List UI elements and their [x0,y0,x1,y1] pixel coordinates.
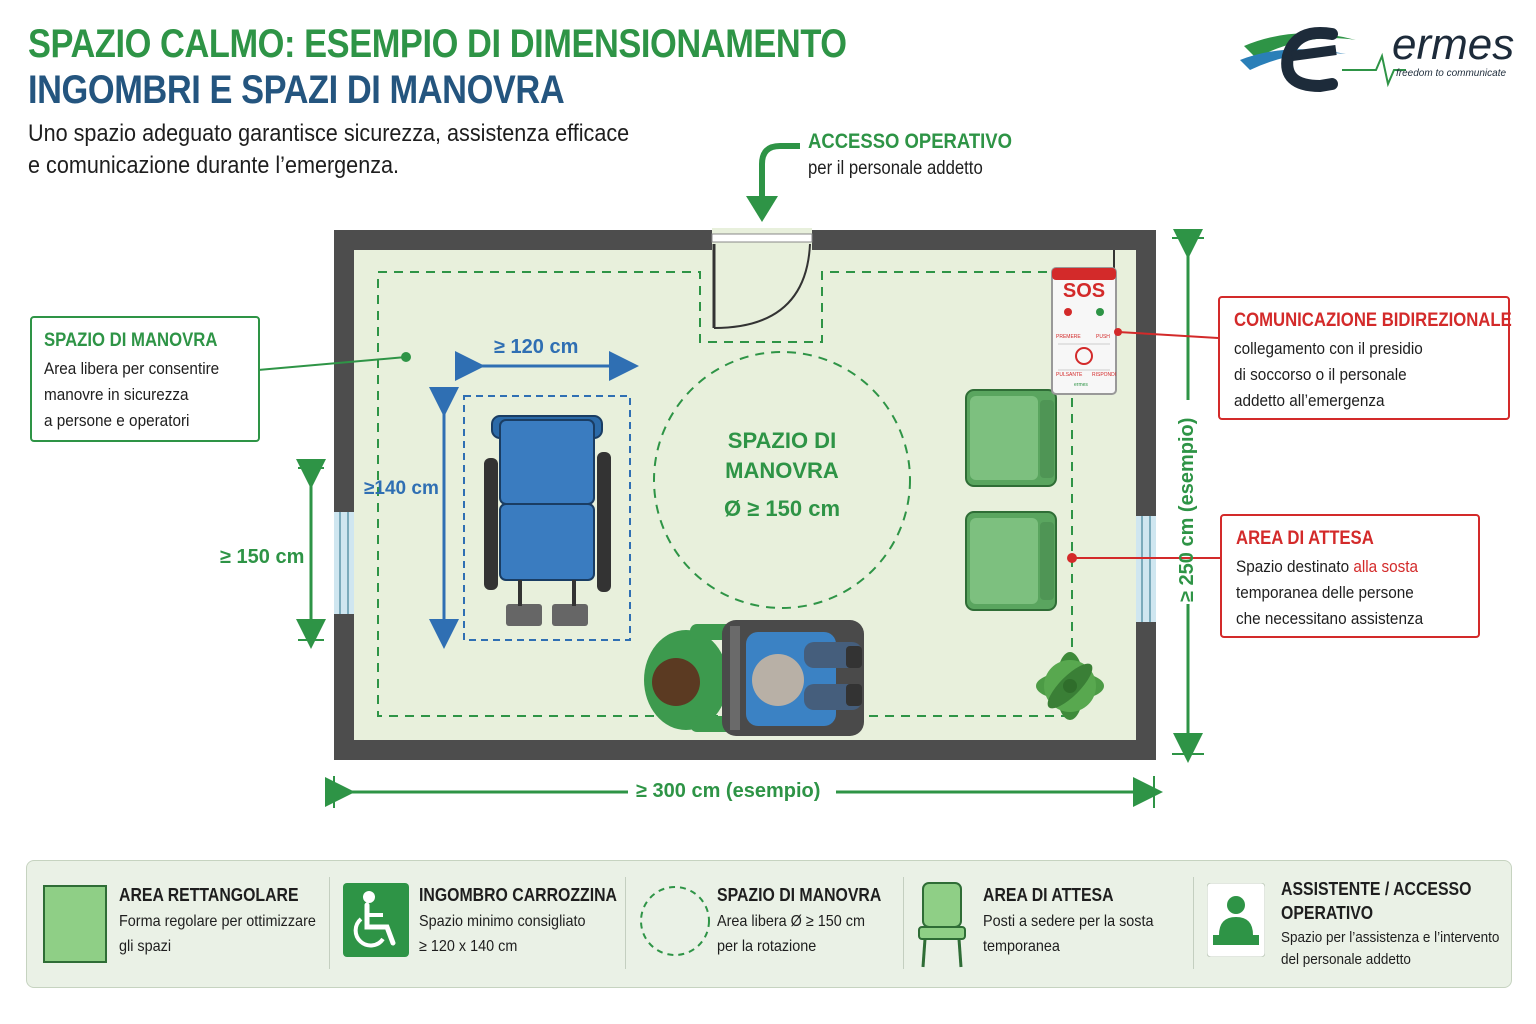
maneuver-area-outline [377,271,1073,717]
sos-bottom-right: RISPONDI [1092,372,1117,378]
plant-icon [1036,652,1104,720]
callout-comunicazione-body: collegamento con il presidio di soccorso… [1234,336,1423,414]
intro-text: Uno spazio adeguato garantisce sicurezza… [28,118,658,182]
ermes-logo-icon [1240,27,1406,93]
callout-area-attesa: AREA DI ATTESA Spazio destinato alla sos… [1220,514,1480,638]
legend-line: per la rotazione [717,938,817,955]
legend-title-line: OPERATIVO [1281,903,1374,923]
legend-divider [1193,877,1194,969]
person-in-wheelchair-icon [722,620,864,736]
legend-bar: AREA RETTANGOLARE Forma regolare per ott… [26,860,1512,988]
callout-comunicazione-line: collegamento con il presidio [1234,339,1423,358]
chair-icon [918,882,966,968]
callout-attesa-line-1: Spazio destinato alla sosta [1236,554,1423,580]
callout-comunicazione-line: di soccorso o il personale [1234,365,1407,384]
left-window [334,512,354,614]
sos-brand: ermes [1074,382,1088,388]
legend-item-assistente: ASSISTENTE / ACCESSO OPERATIVO Spazio pe… [1195,861,1509,987]
legend-body: Forma regolare per ottimizzare gli spazi [119,909,316,959]
door-icon [712,243,811,329]
legend-title: SPAZIO DI MANOVRA [717,885,882,905]
callout-manovra-body: Area libera per consentire manovre in si… [44,356,219,434]
left-window-dimension-label: ≥ 150 cm [220,546,305,568]
assistant-icon [1207,883,1265,957]
callout-attesa-title: AREA DI ATTESA [1236,528,1374,549]
legend-line: Posti a sedere per la sosta [983,913,1154,930]
wheelchair-icon [484,415,611,626]
sos-label: SOS [1062,280,1106,302]
access-title: ACCESSO OPERATIVO [808,130,1012,153]
legend-divider [329,877,330,969]
wheelchair-icon [343,883,409,957]
page-subtitle-heading: INGOMBRI E SPAZI DI MANOVRA [28,68,565,112]
callout-manovra-line: manovre in sicurezza [44,385,189,404]
legend-divider [903,877,904,969]
callout-attesa-text: Spazio destinato [1236,557,1354,576]
callout-manovra-line: a persone e operatori [44,411,190,430]
callout-comunicazione-line: addetto all’emergenza [1234,391,1385,410]
callout-manovra-line: Area libera per consentire [44,359,220,378]
floor-plan-diagram [257,143,1220,808]
maneuver-circle-label: SPAZIO DI MANOVRA Ø ≥ 150 cm [700,426,864,524]
callout-comunicazione: COMUNICAZIONE BIDIREZIONALE collegamento… [1218,296,1512,420]
access-subtitle: per il personale addetto [808,158,983,179]
sos-small-left: PREMERE [1056,334,1081,340]
logo-tagline: freedom to communicate [1396,68,1507,79]
legend-line: Spazio minimo consigliato [419,913,586,930]
legend-item-ingombro-carrozzina: INGOMBRO CARROZZINA Spazio minimo consig… [331,861,623,987]
legend-body: Area libera Ø ≥ 150 cm per la rotazione [717,909,865,959]
legend-body: Spazio per l’assistenza e l’intervento d… [1281,927,1499,971]
sos-small-right: PUSH [1096,334,1110,340]
wheelchair-footprint [463,395,631,641]
legend-line: Area libera Ø ≥ 150 cm [717,913,865,930]
intro-line-1: Uno spazio adeguato garantisce sicurezza… [28,120,630,147]
legend-divider [625,877,626,969]
legend-line: Forma regolare per ottimizzare [119,913,316,930]
green-square-icon [43,885,107,963]
legend-item-area-rettangolare: AREA RETTANGOLARE Forma regolare per ott… [27,861,327,987]
legend-title: ASSISTENTE / ACCESSO OPERATIVO [1281,877,1471,925]
legend-line: Spazio per l’assistenza e l’intervento [1281,929,1500,946]
callout-comunicazione-title: COMUNICAZIONE BIDIREZIONALE [1234,310,1512,331]
legend-title: AREA RETTANGOLARE [119,885,299,905]
right-window [1136,516,1156,622]
legend-item-area-attesa: AREA DI ATTESA Posti a sedere per la sos… [905,861,1191,987]
room-width-label: ≥ 300 cm (esempio) [636,780,821,802]
callout-attesa-line: che necessitano assistenza [1236,609,1424,628]
legend-line: del personale addetto [1281,951,1411,968]
legend-line: ≥ 120 x 140 cm [419,938,518,955]
legend-line: temporanea [983,938,1060,955]
legend-title: INGOMBRO CARROZZINA [419,885,617,905]
sos-intercom-icon [1051,250,1117,395]
callout-attesa-body: Spazio destinato alla sosta temporanea d… [1236,554,1423,632]
chair-icon-1 [965,389,1057,487]
legend-body: Posti a sedere per la sosta temporanea [983,909,1153,959]
legend-title: AREA DI ATTESA [983,885,1114,905]
logo-wordmark: ermes [1392,20,1515,69]
circle-diameter-label: Ø ≥ 150 cm [723,496,841,521]
callout-spazio-manovra: SPAZIO DI MANOVRA Area libera per consen… [30,316,260,442]
circle-label-line-1: SPAZIO DI [727,428,837,453]
legend-body: Spazio minimo consigliato ≥ 120 x 140 cm [419,909,585,959]
intro-line-2: e comunicazione durante l’emergenza. [28,152,400,179]
access-arrow-icon [746,143,800,222]
legend-line: gli spazi [119,938,172,955]
circle-label-line-2: MANOVRA [725,458,839,483]
callout-attesa-highlight: alla sosta [1353,557,1419,576]
wheelchair-width-label: ≥ 120 cm [494,336,579,358]
callout-manovra-title: SPAZIO DI MANOVRA [44,330,218,351]
legend-title-line: ASSISTENTE / ACCESSO [1281,879,1472,899]
callout-attesa-line: temporanea delle persone [1236,583,1414,602]
chair-icon-2 [965,511,1057,611]
dashed-circle-icon [640,886,710,956]
room-height-label: ≥ 250 cm (esempio) [1176,417,1198,602]
maneuver-circle [653,351,911,609]
legend-item-spazio-manovra: SPAZIO DI MANOVRA Area libera Ø ≥ 150 cm… [627,861,901,987]
sos-bottom-left: PULSANTE [1056,372,1083,378]
wheelchair-depth-label: ≥140 cm [364,478,439,499]
page-title: SPAZIO CALMO: ESEMPIO DI DIMENSIONAMENTO [28,22,847,66]
